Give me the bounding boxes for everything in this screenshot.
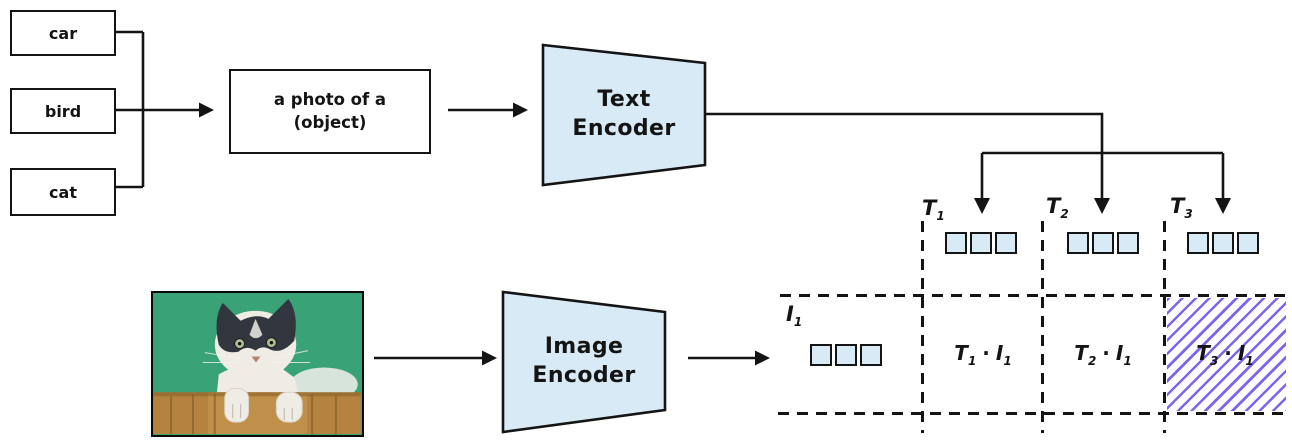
text-embedding-label-t1: T1: [922, 196, 945, 224]
class-label: car: [48, 23, 78, 43]
matrix-top-dashed-line: [780, 294, 1290, 297]
input-cat-photo: [151, 291, 364, 437]
image-embedding-vector-i1: [810, 344, 882, 366]
arrowhead-right-icon: [199, 102, 214, 118]
embedding-cell: [945, 232, 967, 254]
text-embedding-label-t3: T3: [1170, 194, 1193, 222]
embedding-cell: [835, 344, 857, 366]
class-box-cat: cat: [10, 168, 116, 216]
embedding-cell: [1187, 232, 1209, 254]
class-box-car: car: [10, 10, 116, 56]
arrowhead-right-icon: [513, 102, 528, 118]
prompt-line-1: a photo of a: [273, 90, 387, 110]
embedding-cell: [1067, 232, 1089, 254]
embedding-cell: [1117, 232, 1139, 254]
matrix-column-dashed-line-3: [1163, 221, 1166, 433]
text-embedding-vector-t3: [1187, 232, 1259, 254]
embedding-cell: [1237, 232, 1259, 254]
matrix-column-dashed-line-1: [921, 221, 924, 433]
highlighted-cell-hatch: [1167, 298, 1286, 411]
class-box-bird: bird: [10, 88, 116, 134]
embedding-cell: [995, 232, 1017, 254]
prompt-line-2: (object): [293, 112, 367, 132]
similarity-cell-t2-i1: T2·I1: [1074, 341, 1132, 368]
embedding-cell: [1092, 232, 1114, 254]
arrowhead-down-icon: [1215, 198, 1231, 214]
embedding-cell: [860, 344, 882, 366]
arrowhead-right-icon: [482, 350, 497, 366]
matrix-bottom-dashed-line: [778, 412, 1290, 415]
text-encoder-shape: [541, 43, 707, 187]
embedding-cell: [810, 344, 832, 366]
text-embedding-vector-t2: [1067, 232, 1139, 254]
class-label: bird: [44, 101, 82, 121]
similarity-cell-t3-i1: T3·I1: [1196, 341, 1254, 368]
matrix-column-dashed-line-2: [1041, 221, 1044, 433]
text-encoder-fanout-line: [706, 112, 1225, 199]
arrowhead-down-icon: [974, 198, 990, 214]
class-label: cat: [49, 182, 77, 202]
cat-photo-illustration: [153, 293, 361, 434]
arrowhead-down-icon: [1094, 198, 1110, 214]
similarity-cell-t1-i1: T1·I1: [954, 341, 1012, 368]
arrowhead-right-icon: [755, 350, 770, 366]
embedding-cell: [1212, 232, 1234, 254]
image-embedding-label-i1: I1: [786, 302, 803, 330]
image-encoder-shape: [501, 290, 667, 434]
embedding-cell: [970, 232, 992, 254]
prompt-template-box: a photo of a (object): [229, 69, 431, 154]
text-embedding-label-t2: T2: [1046, 194, 1069, 222]
text-embedding-vector-t1: [945, 232, 1017, 254]
